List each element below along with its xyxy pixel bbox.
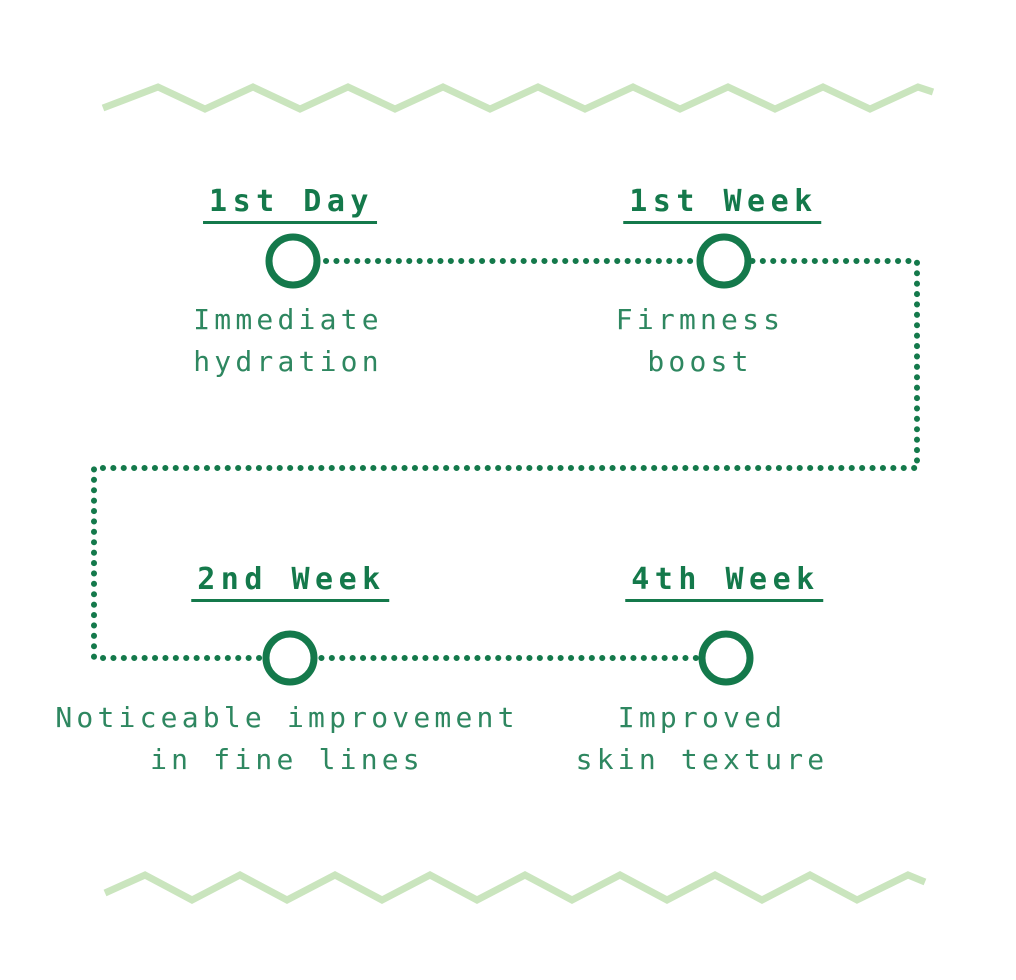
zigzag-divider-bottom-icon [103,871,927,904]
desc-line: in fine lines [150,743,424,776]
milestone-title-text: 2nd Week [191,563,389,602]
milestone-title-1st-day: 1st Day [203,184,377,224]
milestone-desc-2nd-week: Noticeable improvement in fine lines [55,697,518,781]
milestone-desc-1st-day: Immediate hydration [193,299,383,383]
milestone-node-4th-week [698,630,754,686]
desc-line: Improved [617,701,787,734]
desc-line: hydration [193,345,383,378]
milestone-node-1st-day [265,233,321,289]
milestone-title-text: 1st Week [623,185,821,224]
milestone-title-text: 4th Week [625,563,823,602]
milestone-title-2nd-week: 2nd Week [191,562,389,602]
timeline-dotted-connector [91,258,920,661]
desc-line: Immediate [193,303,383,336]
milestone-title-4th-week: 4th Week [625,562,823,602]
milestone-desc-4th-week: Improved skin texture [576,697,829,781]
desc-line: skin texture [575,743,829,776]
desc-line: Firmness [615,303,785,336]
milestone-node-2nd-week [262,630,318,686]
milestone-desc-1st-week: Firmness boost [616,299,784,383]
desc-line: Noticeable improvement [55,701,519,734]
desc-line: boost [647,345,753,378]
milestone-node-1st-week [696,233,752,289]
milestone-title-text: 1st Day [203,185,377,224]
zigzag-divider-top-icon [101,83,935,113]
milestone-title-1st-week: 1st Week [623,184,821,224]
